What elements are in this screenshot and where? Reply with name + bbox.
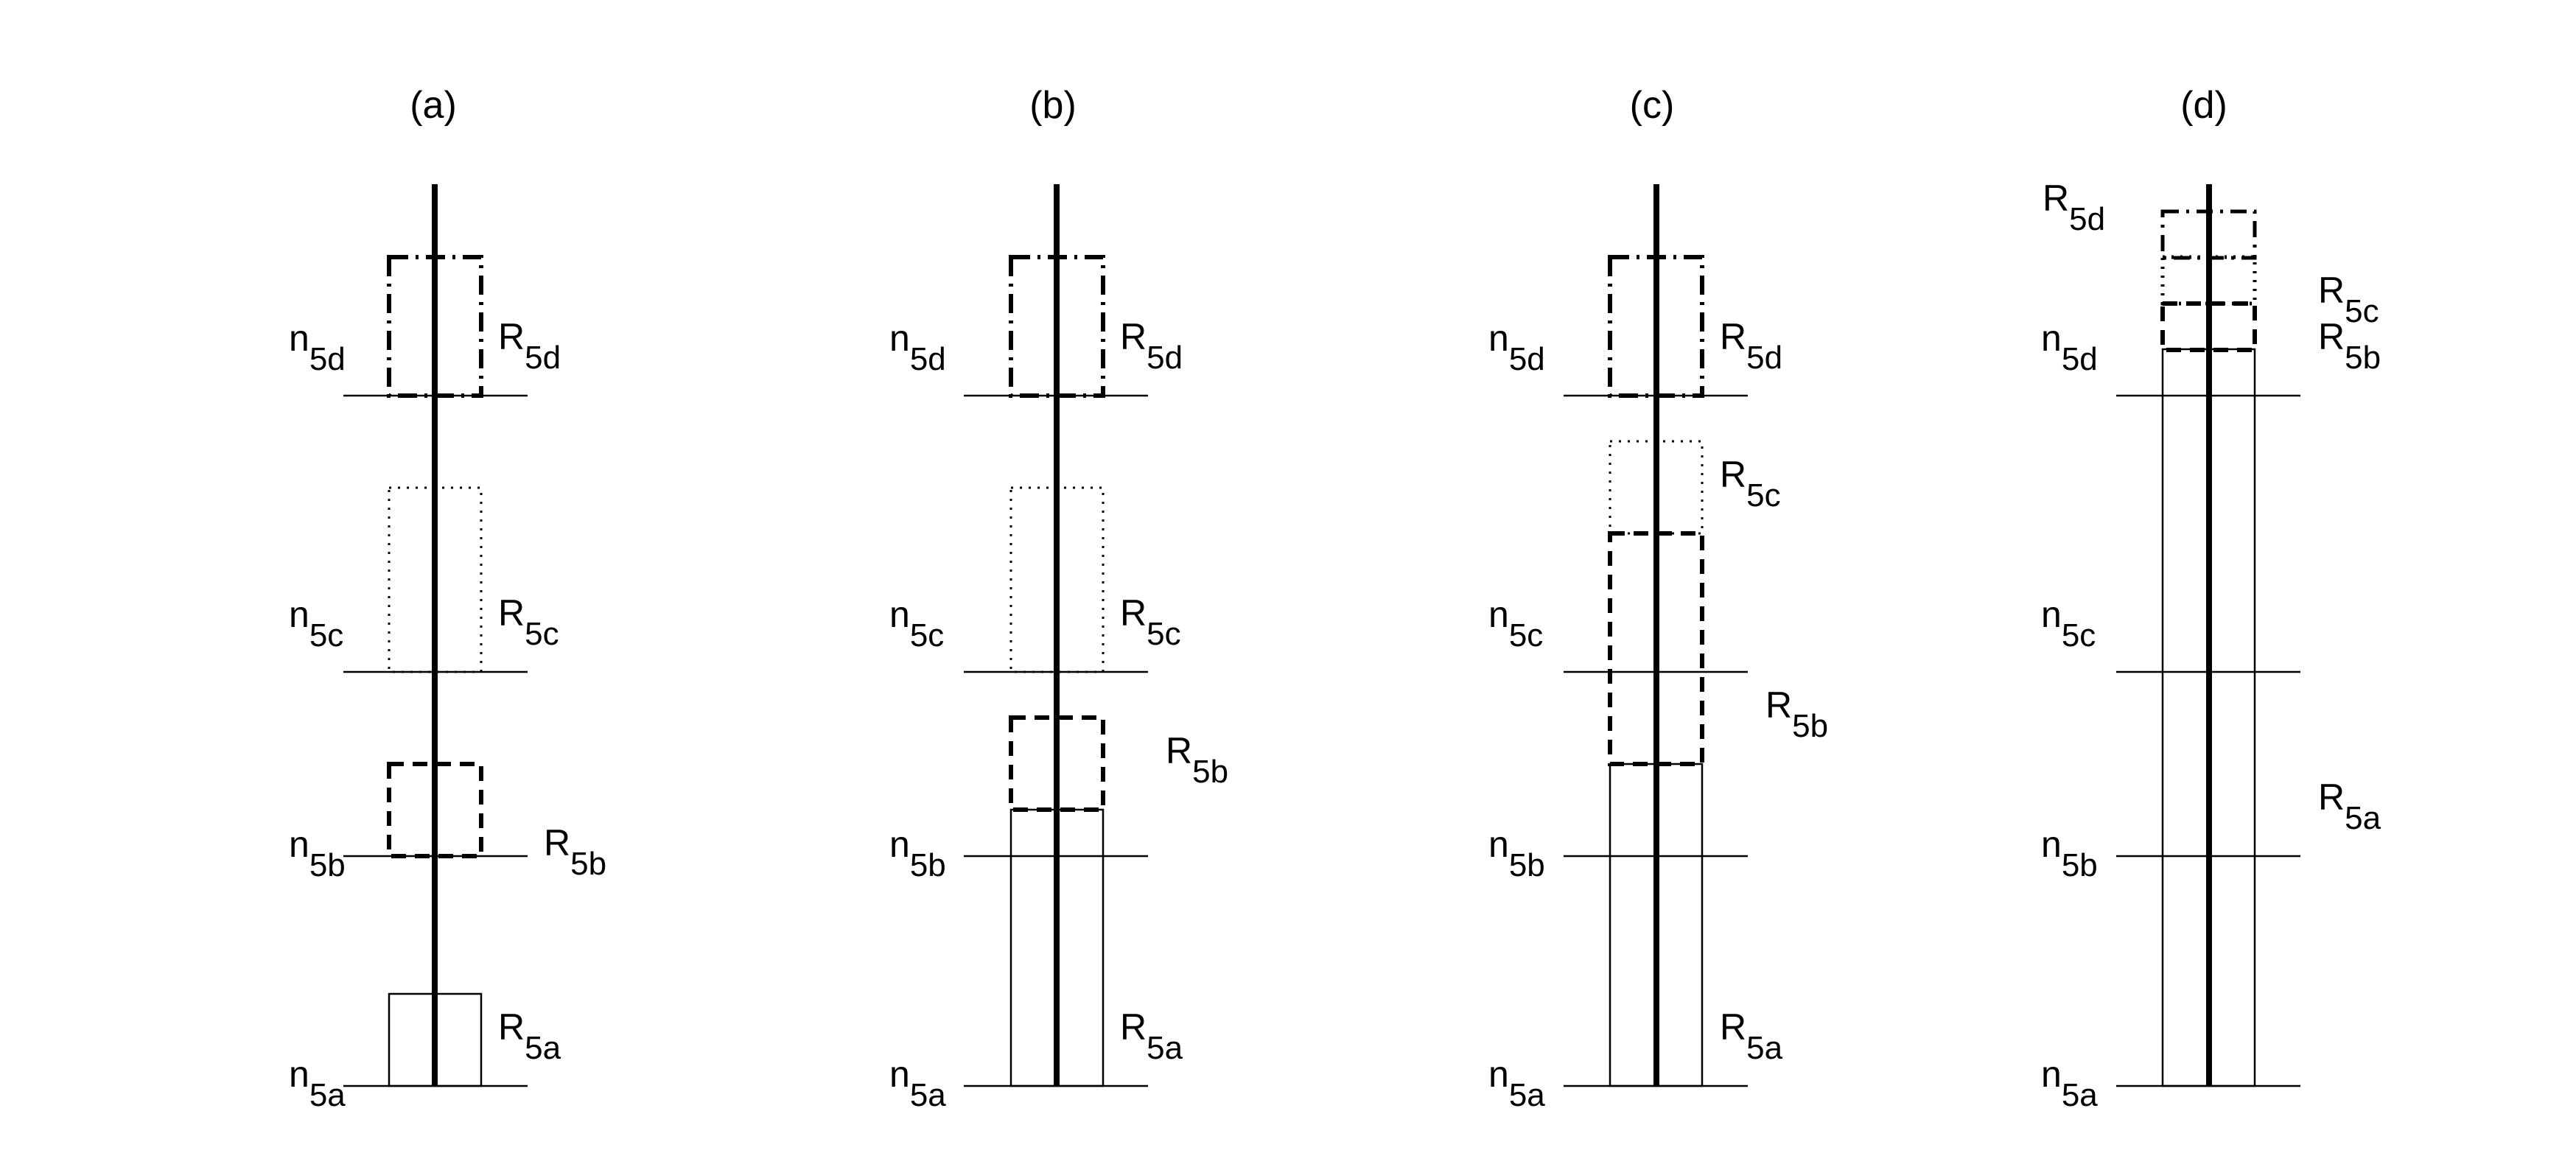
region-label-5c: R5c: [1120, 592, 1181, 652]
region-5b: [1608, 531, 1704, 766]
node-label-5a: n5a: [1488, 1054, 1545, 1113]
node-label-5b: n5b: [889, 824, 946, 883]
region-label-5a: R5a: [1720, 1006, 1783, 1066]
node-label-5a: n5a: [289, 1054, 346, 1113]
node-label-5c: n5c: [1488, 594, 1543, 653]
node-label-5b: n5b: [289, 824, 346, 883]
region-label-5b: R5b: [1166, 730, 1228, 790]
node-label-5b: n5b: [1488, 824, 1545, 883]
node-label-5b: n5b: [2041, 824, 2098, 883]
region-label-5b: R5b: [2318, 316, 2381, 376]
region-label-5a: R5a: [498, 1006, 561, 1066]
node-label-5d: n5d: [2041, 318, 2098, 377]
region-label-5b: R5b: [544, 822, 606, 882]
node-label-5a: n5a: [2041, 1054, 2098, 1113]
panel-title-d: (d): [2180, 84, 2227, 127]
region-label-5d: R5d: [2043, 178, 2105, 237]
region-label-5c: R5c: [1720, 454, 1781, 514]
panel-d: (d) n5d n5c n5b n5a R5d R5c R5b R5a: [2041, 84, 2381, 1113]
node-label-5d: n5d: [289, 318, 346, 377]
region-label-5a: R5a: [2318, 777, 2381, 836]
node-label-5c: n5c: [889, 594, 944, 653]
region-label-5b: R5b: [1765, 684, 1828, 744]
node-label-5a: n5a: [889, 1054, 946, 1113]
node-label-5d: n5d: [889, 318, 946, 377]
region-label-5c: R5c: [2318, 270, 2379, 329]
region-label-5d: R5d: [1720, 316, 1782, 376]
region-label-5d: R5d: [1120, 316, 1183, 376]
panel-a: (a) n5d n5c n5b n5a R5d R5c R5b R5a: [289, 84, 606, 1113]
node-label-5c: n5c: [2041, 594, 2096, 653]
region-label-5a: R5a: [1120, 1006, 1183, 1066]
node-label-5d: n5d: [1488, 318, 1545, 377]
node-label-5c: n5c: [289, 594, 343, 653]
panel-title-b: (b): [1029, 84, 1077, 127]
region-label-5d: R5d: [498, 316, 561, 376]
panel-c: (c) n5d n5c n5b n5a R5d R5c R5b R5a: [1488, 84, 1828, 1113]
region-label-5c: R5c: [498, 592, 559, 652]
panel-title-a: (a): [410, 84, 457, 127]
panel-title-c: (c): [1630, 84, 1675, 127]
panel-b: (b) n5d n5c n5b n5a R5d R5c R5b R5a: [889, 84, 1228, 1113]
